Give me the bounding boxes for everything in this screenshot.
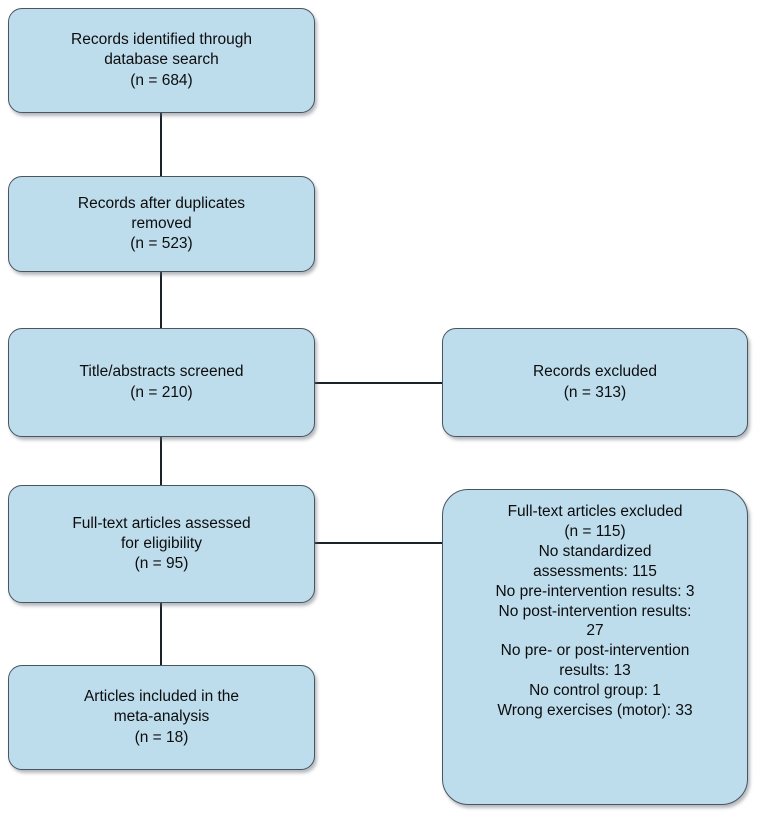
node-title-abstracts-screened: Title/abstracts screened (n = 210) — [8, 328, 315, 437]
node-line: No standardized — [538, 542, 652, 560]
connector-fulltext-to-fulltext-excluded — [314, 542, 443, 544]
node-line: (n = 210) — [130, 383, 193, 401]
connector-identified-to-duplicates — [160, 112, 162, 177]
node-fulltext-articles-assessed: Full-text articles assessed for eligibil… — [8, 485, 315, 603]
node-line: database search — [104, 51, 219, 69]
node-line: Records after duplicates — [77, 194, 246, 212]
connector-duplicates-to-screened — [160, 271, 162, 329]
node-line: No pre- or post-intervention — [500, 642, 690, 660]
node-line: Records excluded — [532, 363, 658, 381]
node-line: assessments: 115 — [533, 562, 657, 580]
node-line: Wrong exercises (motor): 33 — [497, 702, 693, 720]
node-articles-included: Articles included in the meta-analysis (… — [8, 665, 315, 770]
node-line: No post-intervention results: — [498, 602, 692, 620]
node-line: results: 13 — [559, 662, 631, 680]
node-line: Articles included in the — [83, 688, 240, 706]
node-line: (n = 523) — [130, 235, 193, 253]
node-line: (n = 95) — [134, 555, 189, 573]
node-line: (n = 115) — [564, 522, 626, 540]
connector-screened-to-records-excluded — [314, 382, 443, 384]
node-line: for eligibility — [121, 534, 202, 552]
node-line: removed — [131, 214, 192, 232]
node-line: 27 — [586, 622, 604, 640]
node-line: No pre-intervention results: 3 — [495, 582, 695, 600]
node-line: Title/abstracts screened — [79, 363, 244, 381]
node-line: (n = 313) — [563, 383, 627, 401]
node-records-excluded: Records excluded (n = 313) — [442, 328, 748, 437]
node-line: Records identified through — [71, 31, 252, 49]
connector-fulltext-to-included — [160, 602, 162, 666]
node-line: No control group: 1 — [529, 682, 661, 700]
node-line: (n = 18) — [134, 728, 189, 746]
node-line: meta-analysis — [113, 708, 210, 726]
node-line: Full-text articles assessed — [72, 514, 251, 532]
connector-screened-to-fulltext — [160, 436, 162, 486]
node-fulltext-articles-excluded: Full-text articles excluded (n = 115) No… — [442, 489, 748, 805]
node-records-identified: Records identified through database sear… — [8, 8, 315, 113]
node-line: Full-text articles excluded — [507, 503, 683, 520]
node-records-after-duplicates-removed: Records after duplicates removed (n = 52… — [8, 176, 315, 272]
node-line: (n = 684) — [130, 71, 193, 89]
